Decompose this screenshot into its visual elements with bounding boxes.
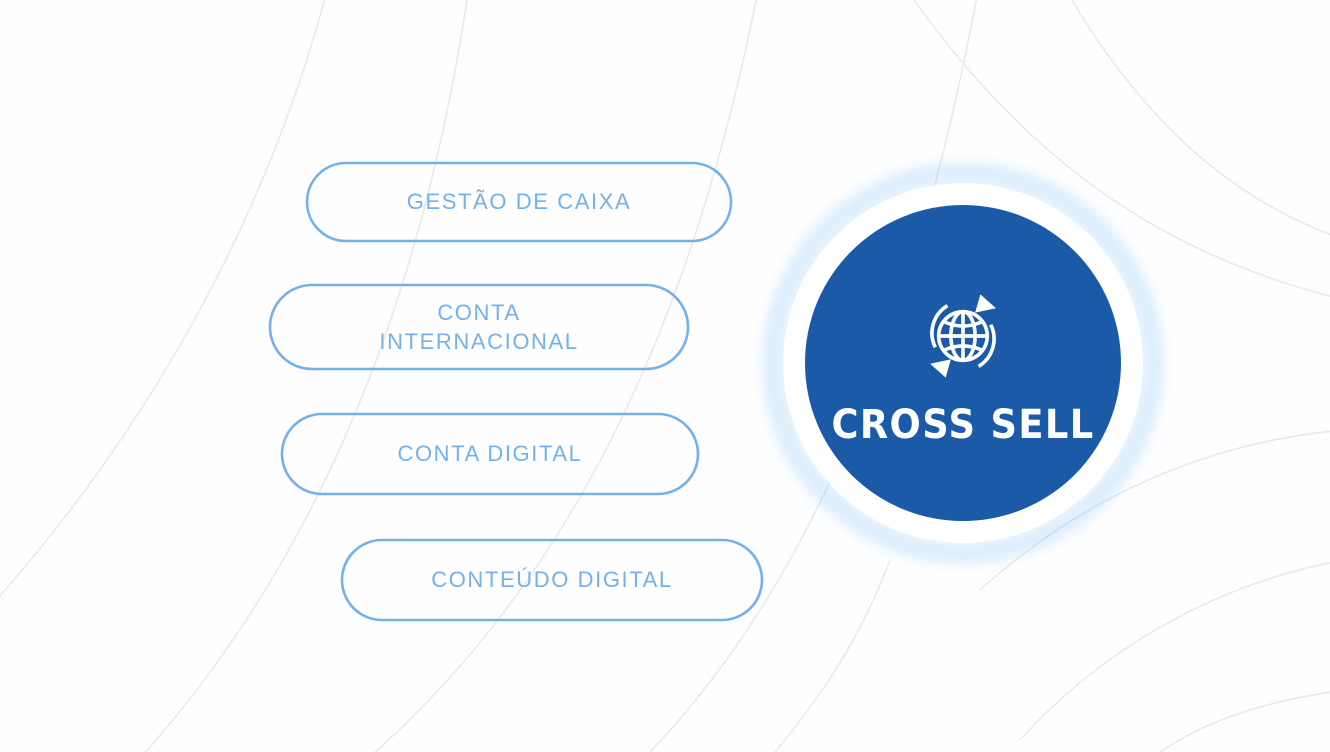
hub-title: CROSS SELL [831, 402, 1095, 448]
pill-outlines [268, 161, 764, 622]
central-hub[interactable]: CROSS SELL [763, 163, 1163, 563]
arrow-head-top [975, 294, 996, 313]
pill-outline-gestao-de-caixa [305, 161, 733, 243]
globe-sync-icon [930, 294, 996, 378]
pill-outline-conteudo-digital [340, 538, 764, 622]
hub-blue-circle[interactable]: CROSS SELL [805, 205, 1121, 521]
pill-outline-conta-internacional [268, 283, 690, 371]
pill-outline-conta-digital [280, 412, 700, 496]
arrow-head-bottom [930, 359, 951, 378]
